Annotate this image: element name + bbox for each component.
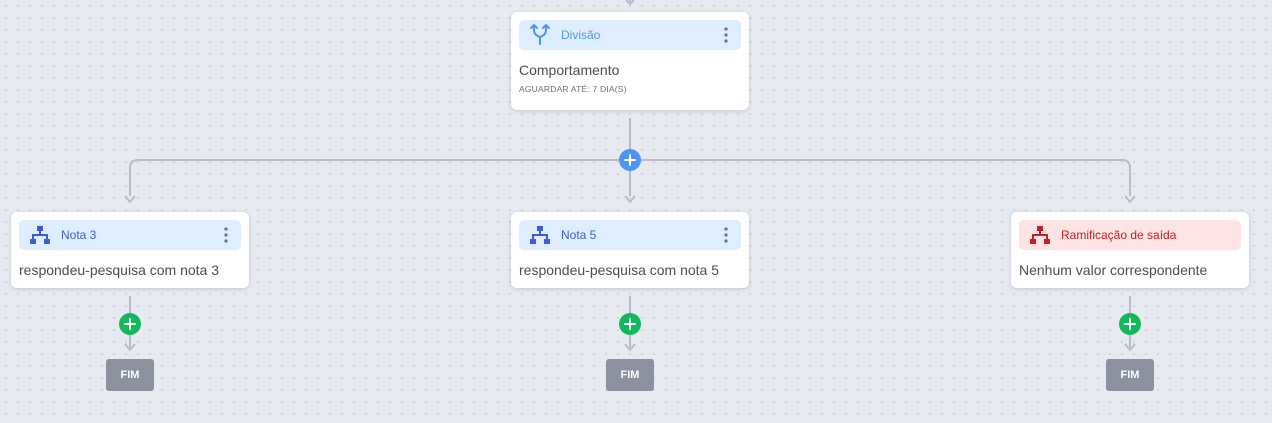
split-arrows-icon (528, 23, 552, 47)
split-node-header[interactable]: Divisão (519, 20, 741, 50)
branch-node-header[interactable]: Nota 5 (519, 220, 741, 250)
exit-branch-node-title: Ramificação de saída (1061, 228, 1177, 242)
branch-tree-icon (28, 223, 52, 247)
branch-node-title: Nota 3 (61, 228, 97, 242)
split-node-body: Comportamento (519, 62, 620, 78)
plus-icon (1124, 318, 1136, 330)
branch-node-body: respondeu-pesquisa com nota 3 (19, 262, 220, 278)
exit-branch-node-header[interactable]: Ramificação de saída (1019, 220, 1241, 250)
exit-branch-node[interactable]: Ramificação de saída Nenhum valor corres… (1011, 212, 1249, 288)
branch-node[interactable]: Nota 5 respondeu-pesquisa com nota 5 (511, 212, 749, 288)
end-block[interactable]: FIM (1106, 359, 1154, 391)
branch-node-menu-icon[interactable] (719, 225, 733, 245)
split-node-title: Divisão (561, 28, 601, 42)
plus-icon (624, 318, 636, 330)
branch-node-header[interactable]: Nota 3 (19, 220, 241, 250)
exit-branch-node-body: Nenhum valor correspondente (1019, 262, 1208, 278)
branch-tree-icon (1028, 223, 1052, 247)
end-block[interactable]: FIM (606, 359, 654, 391)
branch-node-body: respondeu-pesquisa com nota 5 (519, 262, 720, 278)
split-node-subtitle: AGUARDAR ATÉ: 7 DIA(S) (519, 84, 627, 94)
split-node-menu-icon[interactable] (719, 25, 733, 45)
add-step-button[interactable] (619, 313, 641, 335)
branch-node-title: Nota 5 (561, 228, 597, 242)
branch-node[interactable]: Nota 3 respondeu-pesquisa com nota 3 (11, 212, 249, 288)
split-node[interactable]: Divisão Comportamento AGUARDAR ATÉ: 7 DI… (511, 12, 749, 110)
plus-icon (624, 154, 636, 166)
end-block[interactable]: FIM (106, 359, 154, 391)
branch-tree-icon (528, 223, 552, 247)
branch-node-menu-icon[interactable] (219, 225, 233, 245)
plus-icon (124, 318, 136, 330)
add-branch-button[interactable] (619, 149, 641, 171)
add-step-button[interactable] (1119, 313, 1141, 335)
add-step-button[interactable] (119, 313, 141, 335)
